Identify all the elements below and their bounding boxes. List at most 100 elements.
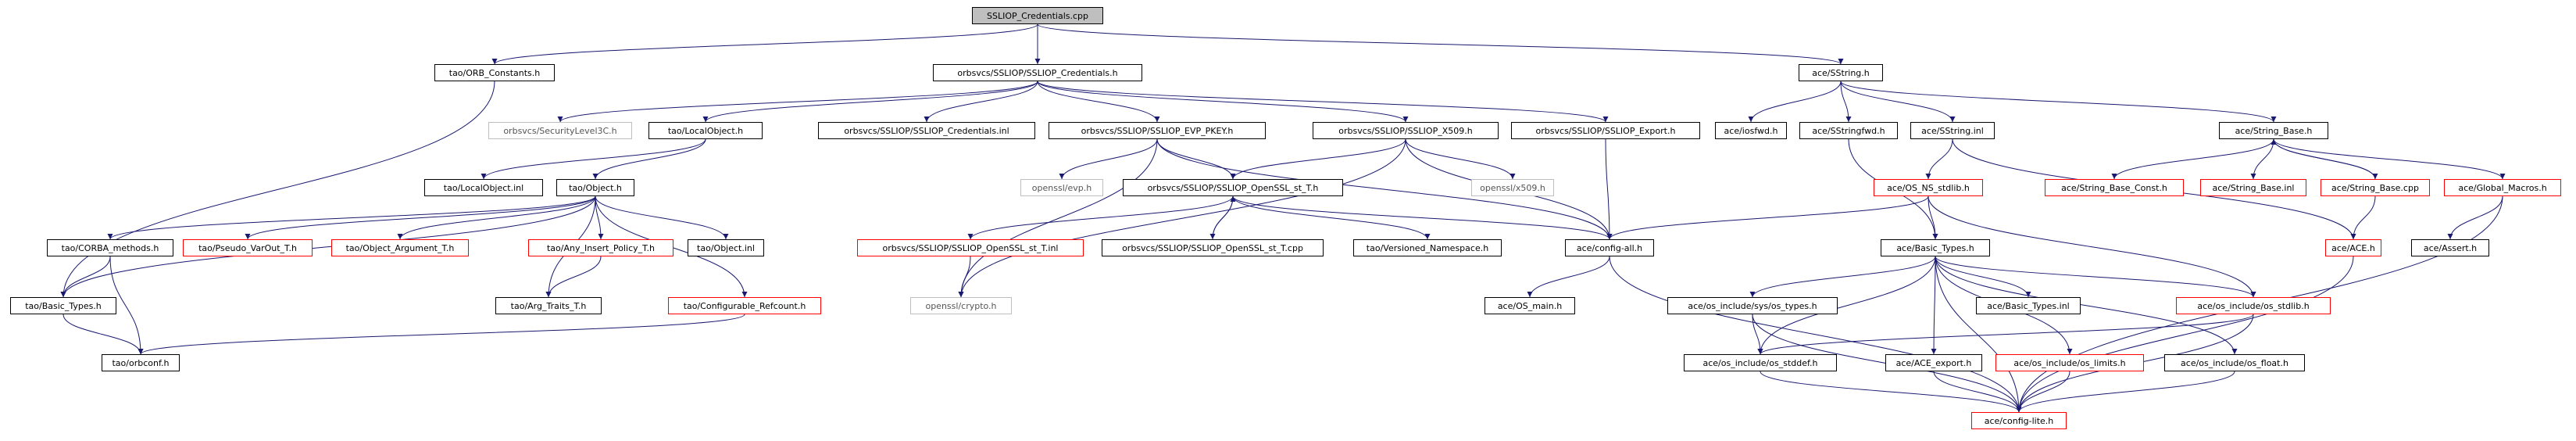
node-object-argument[interactable]: tao/Object_Argument_T.h: [331, 239, 469, 256]
edge-config_all-to-config_lite: [1609, 256, 2022, 413]
edge-os_limits-to-config_lite: [2016, 371, 2070, 413]
node-os-stdlib[interactable]: ace/os_include/os_stdlib.h: [2176, 297, 2331, 314]
edge-openssl_st_h-to-config_all: [1232, 195, 1613, 240]
node-object-h[interactable]: tao/Object.h: [556, 179, 634, 196]
edge-string_base_h-to-string_base_const: [2111, 138, 2274, 180]
edge-sstring_inl-to-os_ns_stdlib: [1925, 138, 1953, 180]
node-object-inl[interactable]: tao/Object.inl: [688, 239, 764, 256]
edge-root-to-orb_constants: [491, 23, 1038, 65]
edge-basic_types_ace-to-config_lite: [1935, 256, 2022, 413]
node-local-object-h[interactable]: tao/LocalObject.h: [648, 122, 763, 139]
node-openssl-st-inl[interactable]: orbsvcs/SSLIOP/SSLIOP_OpenSSL_st_T.inl: [857, 239, 1084, 256]
node-sstringfwd[interactable]: ace/SStringfwd.h: [1799, 122, 1898, 139]
edge-os_stdlib-to-os_stddef: [1757, 314, 2254, 355]
node-ssliop-credentials-h[interactable]: orbsvcs/SSLIOP/SSLIOP_Credentials.h: [933, 64, 1142, 81]
edge-export_h-to-config_all: [1605, 138, 1613, 240]
node-os-limits[interactable]: ace/os_include/os_limits.h: [1995, 354, 2144, 371]
edge-object_h-to-pseudo_varout: [245, 195, 596, 240]
edge-ace_export-to-config_lite: [1933, 371, 2022, 413]
edge-basic_types_ace-to-os_float: [1935, 256, 2238, 355]
edge-any_insert_policy-to-arg_traits: [545, 256, 602, 298]
node-os-float[interactable]: ace/os_include/os_float.h: [2164, 354, 2305, 371]
edge-string_base_h-to-string_base_inl: [2250, 138, 2274, 180]
node-openssl-x509: openssl/x509.h: [1471, 179, 1554, 196]
edge-openssl_st_inl-to-openssl_crypto: [958, 256, 971, 298]
node-arg-traits[interactable]: tao/Arg_Traits_T.h: [495, 297, 602, 314]
node-os-ns-stdlib[interactable]: ace/OS_NS_stdlib.h: [1874, 179, 1983, 196]
edge-sstring_h-to-string_base_h: [1840, 81, 2277, 123]
node-orbconf[interactable]: tao/orbconf.h: [102, 354, 180, 371]
edge-object_h-to-corba_methods: [107, 195, 596, 240]
edge-sstring_h-to-iosfwd: [1748, 81, 1842, 123]
node-string-base-inl[interactable]: ace/String_Base.inl: [2200, 179, 2306, 196]
edge-corba_methods-to-basic_types_tao: [60, 256, 111, 298]
node-export-h[interactable]: orbsvcs/SSLIOP/SSLIOP_Export.h: [1511, 122, 1700, 139]
edge-x509_h-to-openssl_st_h: [1230, 138, 1406, 180]
edge-ssliop_credentials_h-to-x509_h: [1037, 81, 1409, 123]
node-corba-methods[interactable]: tao/CORBA_methods.h: [47, 239, 173, 256]
edge-global_macros-to-assert_h: [2447, 195, 2503, 240]
node-orb-constants[interactable]: tao/ORB_Constants.h: [434, 64, 555, 81]
node-ssliop-credentials-inl[interactable]: orbsvcs/SSLIOP/SSLIOP_Credentials.inl: [818, 122, 1035, 139]
edge-basic_types_tao-to-orbconf: [63, 314, 144, 355]
node-basic-types-tao[interactable]: tao/Basic_Types.h: [10, 297, 116, 314]
edge-basic_types_ace-to-basic_types_inl: [1935, 256, 2031, 298]
edge-os_ns_stdlib-to-os_stdlib: [1928, 195, 2256, 298]
node-configurable-refcount[interactable]: tao/Configurable_Refcount.h: [668, 297, 821, 314]
edge-evp_pkey_h-to-openssl_crypto: [958, 138, 1158, 298]
edge-basic_types_ace-to-os_stdlib: [1935, 256, 2256, 298]
node-basic-types-inl[interactable]: ace/Basic_Types.inl: [1976, 297, 2081, 314]
node-openssl-crypto: openssl/crypto.h: [910, 297, 1012, 314]
edge-os_ns_stdlib-to-config_all: [1606, 195, 1929, 240]
node-string-base-h[interactable]: ace/String_Base.h: [2219, 122, 2328, 139]
node-evp-pkey-h[interactable]: orbsvcs/SSLIOP/SSLIOP_EVP_PKEY.h: [1049, 122, 1266, 139]
node-openssl-evp: openssl/evp.h: [1020, 179, 1103, 196]
edge-os_ns_stdlib-to-basic_types_ace: [1928, 195, 1938, 240]
node-config-lite[interactable]: ace/config-lite.h: [1971, 412, 2067, 429]
edge-string_base_h-to-global_macros: [2273, 138, 2506, 180]
edge-os_stddef-to-config_lite: [1760, 371, 2022, 413]
edge-ssliop_credentials_h-to-evp_pkey_h: [1037, 81, 1160, 123]
node-config-all[interactable]: ace/config-all.h: [1565, 239, 1654, 256]
node-string-base-cpp[interactable]: ace/String_Base.cpp: [2321, 179, 2430, 196]
node-x509-h[interactable]: orbsvcs/SSLIOP/SSLIOP_X509.h: [1313, 122, 1499, 139]
node-openssl-st-cpp[interactable]: orbsvcs/SSLIOP/SSLIOP_OpenSSL_st_T.cpp: [1102, 239, 1324, 256]
node-openssl-st-h[interactable]: orbsvcs/SSLIOP/SSLIOP_OpenSSL_st_T.h: [1123, 179, 1343, 196]
node-basic-types-ace[interactable]: ace/Basic_Types.h: [1881, 239, 1990, 256]
node-iosfwd[interactable]: ace/iosfwd.h: [1715, 122, 1787, 139]
node-sys-types[interactable]: ace/os_include/sys/os_types.h: [1667, 297, 1838, 314]
node-ssliop-credentials-cpp: SSLIOP_Credentials.cpp: [972, 7, 1103, 24]
edge-ssliop_credentials_h-to-security_level3: [557, 81, 1038, 123]
edge-string_base_cpp-to-string_base_h: [2271, 138, 2376, 180]
node-security-level3: orbsvcs/SecurityLevel3C.h: [488, 122, 632, 139]
node-any-insert-policy[interactable]: tao/Any_Insert_Policy_T.h: [528, 239, 673, 256]
edge-string_base_cpp-to-ace_h: [2350, 195, 2376, 240]
edge-basic_types_ace-to-sys_types: [1749, 256, 1936, 298]
edge-openssl_st_h-to-openssl_st_inl: [967, 195, 1234, 240]
edge-ssliop_credentials_h-to-ssliop_credentials_inl: [924, 81, 1038, 123]
edge-evp_pkey_h-to-openssl_st_h: [1156, 138, 1236, 180]
node-ace-h[interactable]: ace/ACE.h: [2325, 239, 2381, 256]
node-sstring-inl[interactable]: ace/SString.inl: [1910, 122, 1995, 139]
node-os-main[interactable]: ace/OS_main.h: [1485, 297, 1575, 314]
edge-sstring_h-to-sstring_inl: [1840, 81, 1956, 123]
edge-evp_pkey_h-to-openssl_evp: [1059, 138, 1158, 180]
edge-corba_methods-to-orbconf: [109, 256, 144, 355]
edge-basic_types_ace-to-os_stddef: [1757, 256, 1936, 355]
edge-local_object_h-to-local_object_inl: [481, 138, 706, 180]
node-sstring-h[interactable]: ace/SString.h: [1799, 64, 1883, 81]
edge-object_h-to-object_inl: [595, 195, 729, 240]
node-local-object-inl[interactable]: tao/LocalObject.inl: [424, 179, 543, 196]
edge-openssl_st_cpp-to-openssl_st_h: [1212, 195, 1236, 240]
node-global-macros[interactable]: ace/Global_Macros.h: [2444, 179, 2561, 196]
node-string-base-const[interactable]: ace/String_Base_Const.h: [2045, 179, 2184, 196]
node-versioned-namespace[interactable]: tao/Versioned_Namespace.h: [1353, 239, 1502, 256]
node-ace-export[interactable]: ace/ACE_export.h: [1885, 354, 1982, 371]
node-pseudo-varout[interactable]: tao/Pseudo_VarOut_T.h: [183, 239, 313, 256]
edge-config_all-to-os_main: [1527, 256, 1610, 298]
edge-orb_constants-to-basic_types_tao: [60, 81, 495, 298]
node-assert-h[interactable]: ace/Assert.h: [2411, 239, 2489, 256]
node-os-stddef[interactable]: ace/os_include/os_stddef.h: [1684, 354, 1837, 371]
edge-os_float-to-config_lite: [2016, 371, 2235, 413]
